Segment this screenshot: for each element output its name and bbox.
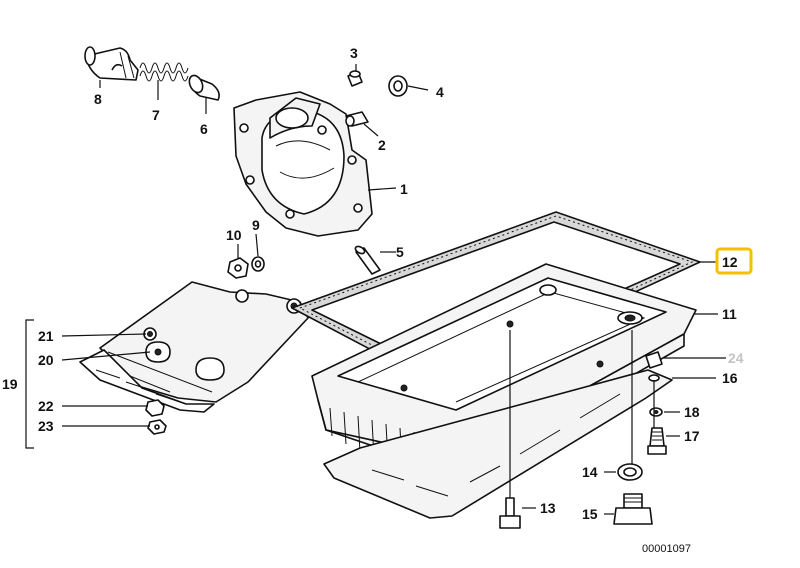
nut-10	[227, 257, 249, 279]
reference-number: 00001097	[642, 543, 691, 555]
callout-17[interactable]: 17	[684, 428, 700, 444]
callout-20[interactable]: 20	[38, 352, 54, 368]
nut-23	[147, 419, 167, 435]
callout-22[interactable]: 22	[38, 398, 54, 414]
callout-7[interactable]: 7	[152, 107, 160, 123]
callout-8[interactable]: 8	[94, 91, 102, 107]
callout-4[interactable]: 4	[436, 84, 444, 100]
compression-spring-7	[139, 62, 189, 82]
callout-15[interactable]: 15	[582, 506, 598, 522]
callout-19[interactable]: 19	[2, 376, 18, 392]
callout-12[interactable]: 12	[722, 254, 738, 270]
washer-9	[251, 256, 265, 272]
washer-18	[649, 407, 663, 417]
callout-21[interactable]: 21	[38, 328, 54, 344]
bolt-13	[499, 497, 521, 529]
dowel-sleeve-2	[345, 111, 369, 127]
pin-5	[354, 245, 381, 275]
leader-lines	[61, 64, 726, 515]
callout-10[interactable]: 10	[226, 227, 242, 243]
dowel-3	[347, 70, 363, 87]
piston-valve-8	[84, 46, 139, 81]
callout-11[interactable]: 11	[722, 306, 737, 322]
bolt-17	[647, 427, 667, 455]
callout-18[interactable]: 18	[684, 404, 700, 420]
callout-9[interactable]: 9	[252, 217, 260, 233]
sleeve-24	[645, 351, 663, 369]
callout-5[interactable]: 5	[396, 244, 404, 260]
callout-24[interactable]: 24	[728, 350, 744, 366]
sleeve-6	[188, 74, 220, 101]
sealing-ring-14	[617, 463, 643, 481]
callout-13[interactable]: 13	[540, 500, 556, 516]
callout-23[interactable]: 23	[38, 418, 54, 434]
callout-1[interactable]: 1	[400, 181, 408, 197]
baffle-plate-20	[79, 281, 309, 413]
oil-pump-housing-1	[233, 91, 373, 237]
callout-2[interactable]: 2	[378, 137, 386, 153]
callout-16[interactable]: 16	[722, 370, 738, 386]
group-bracket-19	[25, 319, 34, 449]
drain-plug-15	[613, 493, 653, 525]
callout-labels: 8 7 6 3 4 2 1 5 10 9 12 11 24 16 18 17 1…	[2, 45, 744, 522]
washer-4	[388, 75, 408, 97]
callout-14[interactable]: 14	[582, 464, 598, 480]
callout-3[interactable]: 3	[350, 45, 358, 61]
bottom-plate-16	[323, 369, 673, 519]
callout-6[interactable]: 6	[200, 121, 208, 137]
nut-22	[145, 399, 165, 417]
highlight-box-12	[715, 247, 753, 275]
